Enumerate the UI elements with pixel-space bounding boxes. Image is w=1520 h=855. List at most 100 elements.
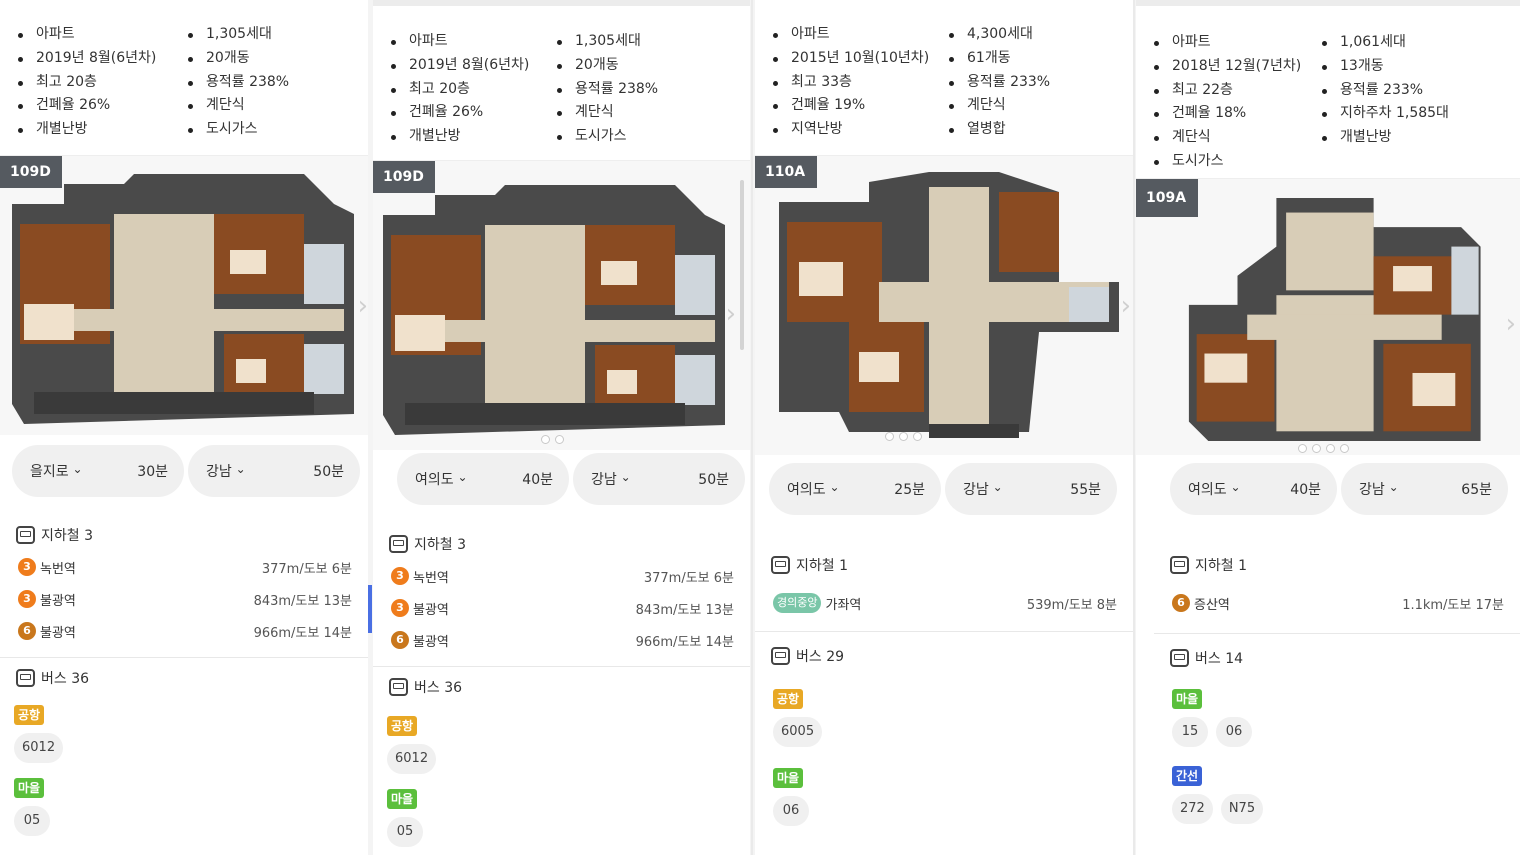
fact-item: 아파트 <box>1150 31 1318 55</box>
bus-type-tag: 마을 <box>1172 689 1203 709</box>
bus-type-tag: 마을 <box>773 768 804 788</box>
floor-plan-image <box>383 185 725 435</box>
station-distance: 377m/도보 6분 <box>261 561 352 577</box>
unit-size-badge: 110A <box>755 156 817 188</box>
bus-route-chip[interactable]: 05 <box>387 817 423 847</box>
bus-type-tag: 마을 <box>387 789 418 809</box>
line-3-icon: 3 <box>391 599 409 617</box>
station-distance: 966m/도보 14분 <box>635 634 734 650</box>
station-name: 녹번역 <box>413 570 449 586</box>
scrollbar[interactable] <box>740 180 744 350</box>
commute-times: 여의도40분 강남 50분 <box>397 453 745 505</box>
fact-item: 개별난방 <box>14 118 184 142</box>
bus-type-tag: 마을 <box>14 778 45 798</box>
fact-item: 4,300세대 <box>945 23 1050 47</box>
commute-pill-2[interactable]: 강남65분 <box>1341 463 1508 515</box>
floor-plan-carousel[interactable]: 109A › <box>1136 178 1520 455</box>
commute-pill-1[interactable]: 여의도40분 <box>1170 463 1337 515</box>
carousel-dots <box>541 435 564 444</box>
fact-item: 건폐율 26% <box>387 101 553 125</box>
fact-item: 61개동 <box>945 47 1050 71</box>
commute-destination[interactable]: 강남 <box>1359 479 1399 499</box>
subway-icon <box>1170 556 1189 574</box>
bus-type-tag: 간선 <box>1172 766 1203 786</box>
fact-item: 2015년 10월(10년차) <box>769 47 945 71</box>
commute-pill-1[interactable]: 을지로30분 <box>12 445 184 497</box>
station-name: 불광역 <box>40 593 76 609</box>
fact-item: 건폐율 26% <box>14 94 184 118</box>
floor-plan-carousel[interactable]: 109D › <box>373 160 750 450</box>
floor-plan-image <box>779 172 1119 438</box>
commute-pill-1[interactable]: 여의도25분 <box>769 463 941 515</box>
bus-route-chip[interactable]: 272 <box>1172 794 1213 824</box>
fact-item: 계단식 <box>945 94 1050 118</box>
commute-pill-1[interactable]: 여의도40분 <box>397 453 569 505</box>
commute-time: 50분 <box>698 472 729 488</box>
bus-route-chip[interactable]: 05 <box>14 806 50 836</box>
commute-destination[interactable]: 강남 <box>963 479 1003 499</box>
bus-route-chip[interactable]: 06 <box>773 796 809 826</box>
top-bar <box>373 0 750 6</box>
carousel-next-icon[interactable]: › <box>357 291 368 321</box>
fact-item: 계단식 <box>553 101 658 125</box>
bus-type-tag: 공항 <box>14 705 45 725</box>
fact-item: 1,061세대 <box>1318 31 1449 55</box>
complex-card-1: 아파트 2019년 8월(6년차) 최고 20층 건폐율 26% 개별난방 1,… <box>0 0 368 855</box>
station-name: 불광역 <box>40 625 76 641</box>
commute-times: 여의도25분 강남 55분 <box>769 463 1117 515</box>
divider <box>373 666 750 667</box>
fact-item: 지역난방 <box>769 118 945 142</box>
commute-destination[interactable]: 여의도 <box>1188 479 1241 499</box>
commute-destination[interactable]: 여의도 <box>415 469 468 489</box>
bus-type-tag: 공항 <box>387 716 418 736</box>
fact-item: 도시가스 <box>184 118 289 142</box>
commute-pill-2[interactable]: 강남50분 <box>188 445 360 497</box>
line-3-icon: 3 <box>391 567 409 585</box>
station-name: 불광역 <box>413 602 449 618</box>
station-distance: 966m/도보 14분 <box>253 625 352 641</box>
fact-item: 최고 20층 <box>14 71 184 95</box>
fact-item: 건폐율 18% <box>1150 102 1318 126</box>
floor-plan-carousel[interactable]: 109D › <box>0 155 368 435</box>
commute-pill-2[interactable]: 강남 55분 <box>945 463 1117 515</box>
fact-item: 아파트 <box>387 30 553 54</box>
complex-card-2: 아파트 2019년 8월(6년차) 최고 20층 건폐율 26% 개별난방 1,… <box>373 0 750 855</box>
top-bar <box>1136 0 1520 6</box>
divider <box>1154 633 1520 634</box>
carousel-next-icon[interactable]: › <box>1120 291 1131 321</box>
commute-destination[interactable]: 여의도 <box>787 479 840 499</box>
bus-icon <box>1170 649 1189 667</box>
carousel-next-icon[interactable]: › <box>725 299 736 329</box>
commute-destination[interactable]: 강남 <box>206 461 246 481</box>
fact-item: 개별난방 <box>1318 126 1449 150</box>
carousel-next-icon[interactable]: › <box>1505 309 1516 339</box>
line-6-icon: 6 <box>391 631 409 649</box>
commute-destination[interactable]: 강남 <box>591 469 631 489</box>
commute-time: 55분 <box>1070 482 1101 498</box>
station-distance: 1.1km/도보 17분 <box>1402 597 1504 613</box>
floor-plan-carousel[interactable]: 110A › <box>755 155 1133 455</box>
facts-right-list: 1,305세대 20개동 용적률 238% 계단식 도시가스 <box>184 23 289 142</box>
bus-route-chip[interactable]: 6005 <box>773 717 823 747</box>
bus-route-chip[interactable]: 06 <box>1216 717 1252 747</box>
bus-route-chip[interactable]: 6012 <box>14 733 64 763</box>
commute-pill-2[interactable]: 강남 50분 <box>573 453 745 505</box>
bus-route-chip[interactable]: 6012 <box>387 744 437 774</box>
line-3-icon: 3 <box>18 558 36 576</box>
fact-item: 용적률 233% <box>945 71 1050 95</box>
fact-item: 건폐율 19% <box>769 94 945 118</box>
bus-route-chip[interactable]: N75 <box>1220 794 1264 824</box>
subway-section-title: 지하철 1 <box>1154 555 1520 575</box>
commute-destination[interactable]: 을지로 <box>30 461 83 481</box>
bus-route-chip[interactable]: 15 <box>1172 717 1208 747</box>
